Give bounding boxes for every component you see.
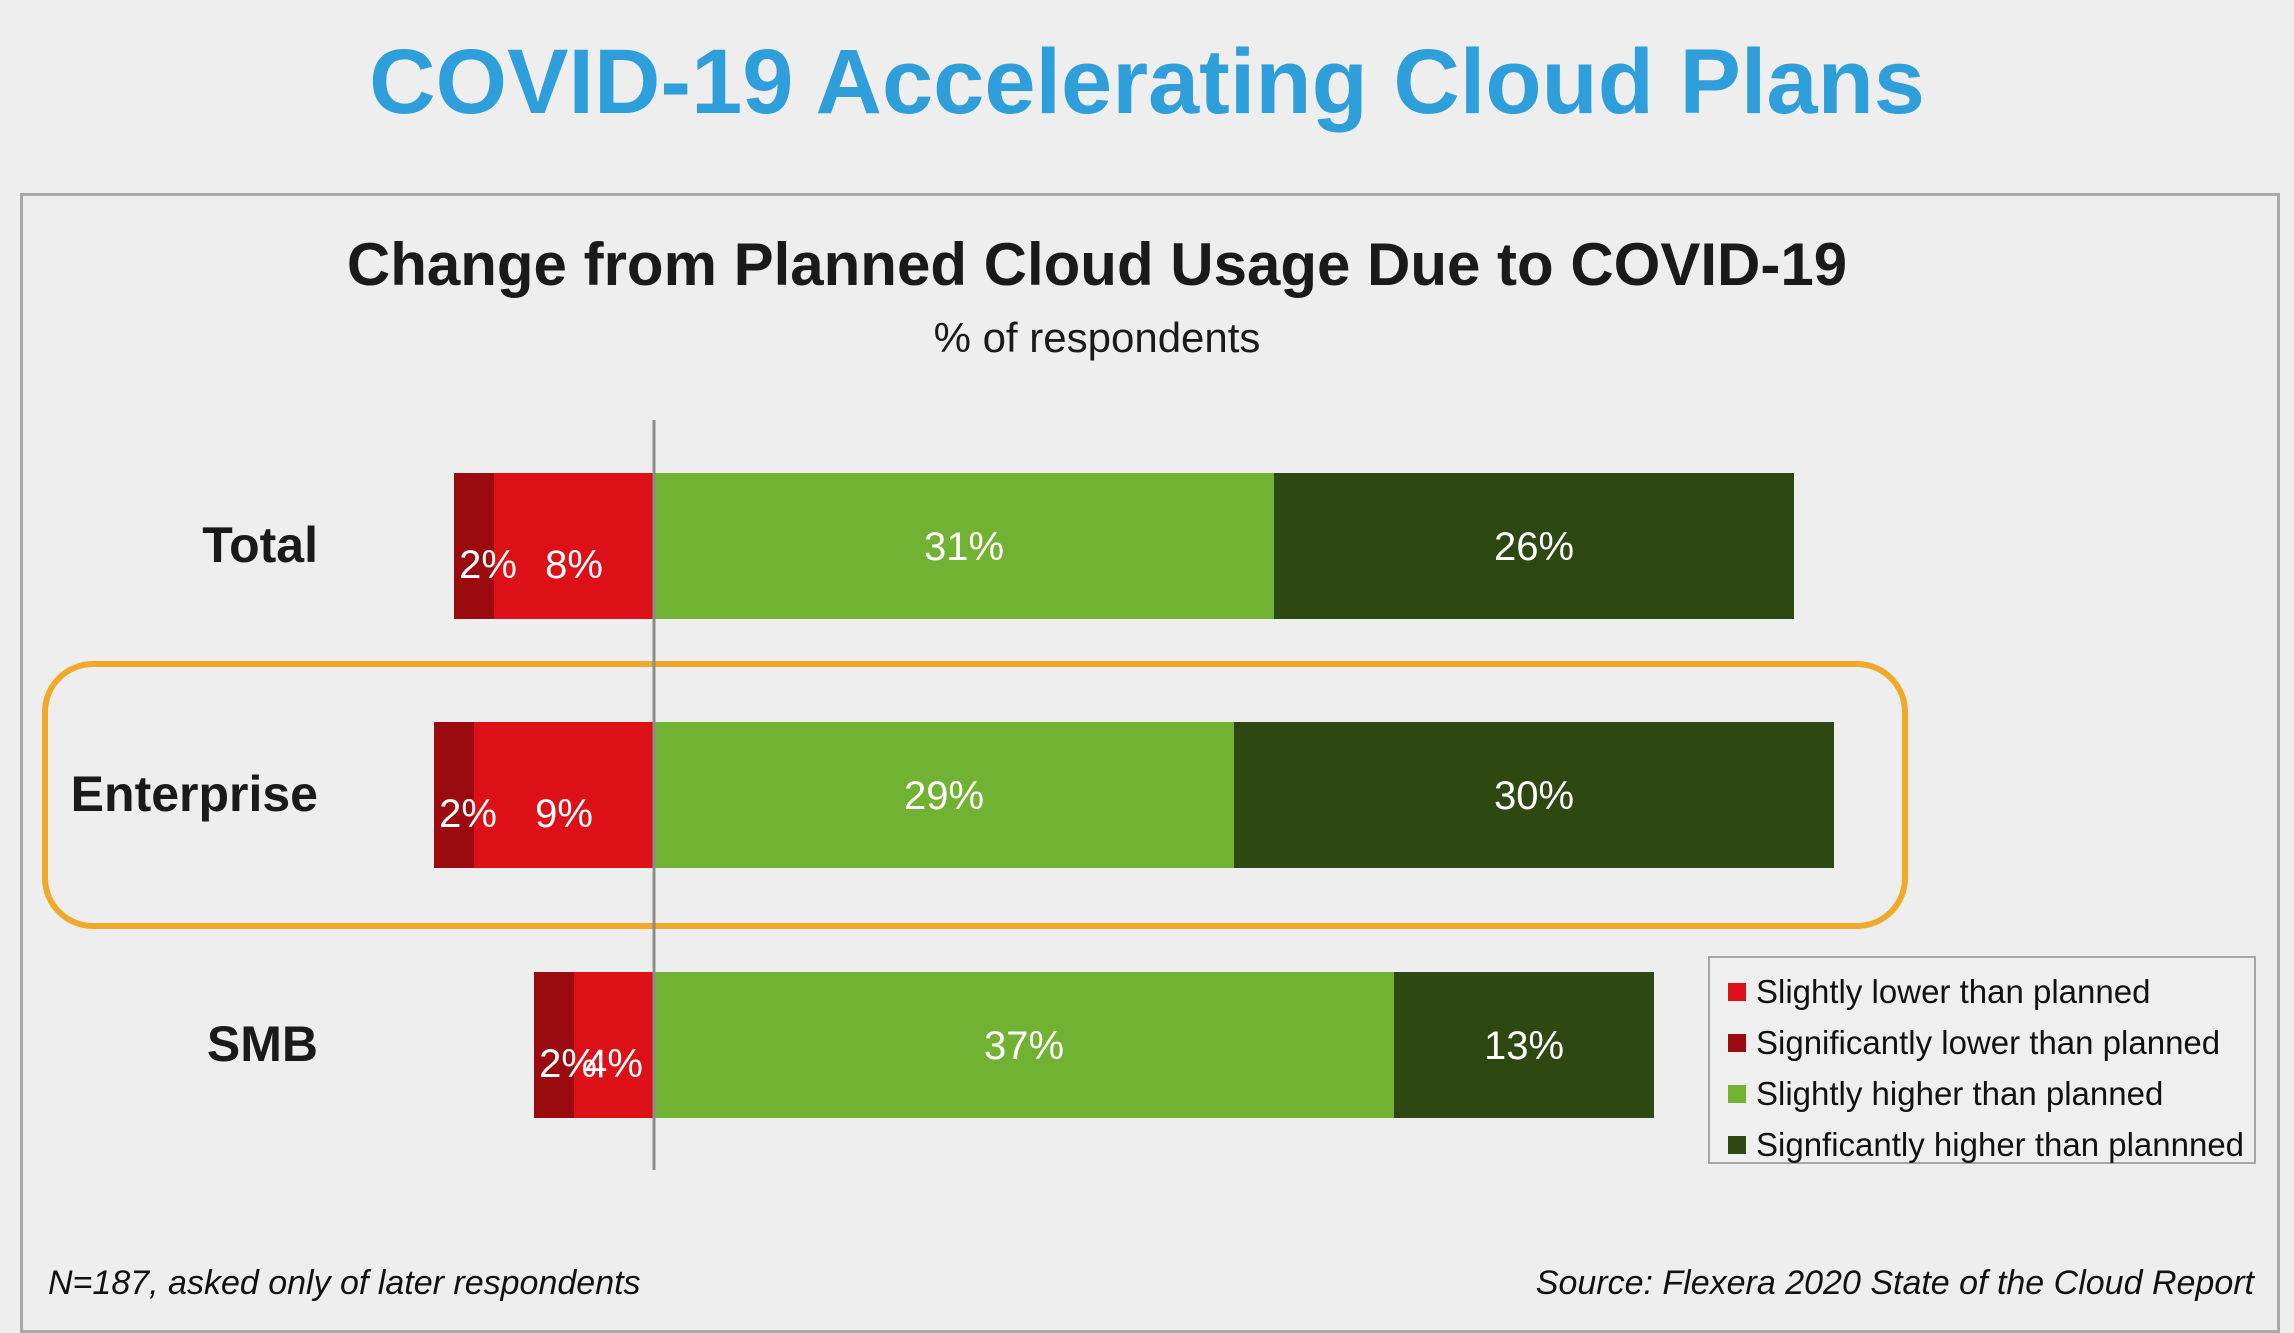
slide-title: COVID-19 Accelerating Cloud Plans <box>369 31 1925 133</box>
data-label: 8% <box>545 543 603 587</box>
data-label: 2% <box>539 1042 597 1086</box>
data-label: 31% <box>924 525 1004 569</box>
legend-label: Signficantly higher than plannned <box>1756 1125 2245 1163</box>
category-label: Total <box>202 517 318 573</box>
category-label: SMB <box>207 1016 318 1072</box>
data-label: 37% <box>984 1024 1064 1068</box>
data-label: 2% <box>439 792 497 836</box>
legend-swatch <box>1728 1033 1746 1052</box>
bar-segment <box>654 473 1274 619</box>
bar-segment <box>1274 473 1794 619</box>
data-label: 9% <box>535 792 593 836</box>
footnote: N=187, asked only of later respondents <box>48 1264 641 1302</box>
legend-item: Signficantly higher than plannned <box>1728 1119 2254 1170</box>
legend-item: Significantly lower than planned <box>1728 1017 2254 1068</box>
legend-label: Slightly lower than planned <box>1756 972 2151 1010</box>
bar-segment <box>574 972 654 1118</box>
legend-swatch <box>1728 1135 1746 1154</box>
category-label: Enterprise <box>71 766 318 822</box>
legend-item: Slightly lower than planned <box>1728 966 2254 1017</box>
bar-segment <box>654 722 1234 868</box>
legend-label: Slightly higher than planned <box>1756 1074 2164 1112</box>
chart-title: Change from Planned Cloud Usage Due to C… <box>347 231 1847 298</box>
data-label: 4% <box>585 1042 643 1086</box>
bar-segment <box>534 972 574 1118</box>
data-label: 26% <box>1494 525 1574 569</box>
bar-segment <box>474 722 654 868</box>
highlight-box-enterprise <box>42 661 1908 929</box>
bar-segment <box>434 722 474 868</box>
legend-swatch <box>1728 1084 1746 1103</box>
data-label: 29% <box>904 774 984 818</box>
bar-segment <box>494 473 654 619</box>
legend-label: Significantly lower than planned <box>1756 1023 2221 1061</box>
bar-segment <box>1394 972 1654 1118</box>
bar-segment <box>1234 722 1834 868</box>
source-note: Source: Flexera 2020 State of the Cloud … <box>1535 1264 2254 1302</box>
bar-segment <box>454 473 494 619</box>
data-label: 30% <box>1494 774 1574 818</box>
data-label: 2% <box>459 543 517 587</box>
chart-subtitle: % of respondents <box>934 314 1261 361</box>
legend-swatch <box>1728 982 1746 1001</box>
bar-segment <box>654 972 1394 1118</box>
data-label: 13% <box>1484 1024 1564 1068</box>
legend-item: Slightly higher than planned <box>1728 1068 2254 1119</box>
